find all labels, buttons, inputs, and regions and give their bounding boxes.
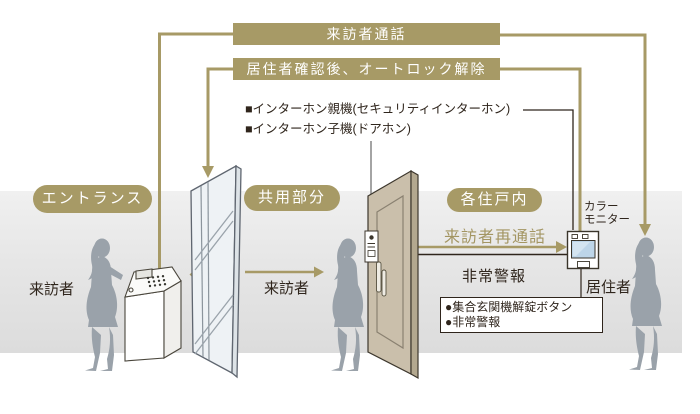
label-color-monitor-line1: カラー [584, 201, 619, 213]
label-visitor-recall: 来訪者再通話 [444, 229, 547, 246]
legend-intercom-parent: ■インターホン親機(セキュリティインターホン) [245, 102, 511, 116]
resident-silhouette [629, 237, 662, 370]
unit-entry-door [364, 169, 419, 380]
visitor-entrance-silhouette [85, 238, 123, 371]
label-color-monitor: カラー モニター [584, 201, 630, 226]
legend-intercom-child: ■インターホン子機(ドアホン) [245, 122, 411, 136]
monitor-feature-box: ●集合玄関機解錠ボタン ●非常警報 [440, 297, 603, 333]
door-handle [376, 261, 387, 297]
label-emergency-alarm: 非常警報 [462, 268, 527, 285]
flow-line-autolock-left [206, 67, 233, 168]
flow-line-visitor-call-right [500, 33, 647, 226]
flow-line-visitor-call-left [158, 32, 233, 272]
feature-item-unlock-button: ●集合玄関機解錠ボタン [445, 300, 573, 314]
connector-parent-unit-line [523, 109, 574, 230]
label-visitor-entrance: 来訪者 [29, 281, 75, 298]
label-color-monitor-line2: モニター [584, 213, 630, 226]
entrance-intercom-station [124, 266, 182, 362]
label-resident: 居住者 [586, 279, 632, 296]
color-monitor-device [566, 230, 600, 270]
visitor-common-silhouette [331, 238, 364, 371]
autolock-glass-door [190, 164, 242, 379]
arrow-right-recall-icon [556, 241, 567, 253]
arrow-down-resident-icon [639, 224, 651, 236]
flow-lines [158, 32, 647, 274]
label-visitor-common: 来訪者 [264, 280, 310, 297]
zone-pill-unit-interior: 各住戸内 [447, 188, 542, 212]
arrow-down-door-icon [202, 166, 214, 178]
zone-pill-entrance: エントランス [33, 185, 152, 213]
doorphone-device [364, 230, 379, 263]
feature-item-emergency-alarm: ●非常警報 [445, 315, 501, 329]
zone-pill-common-area: 共用部分 [244, 185, 340, 211]
keypad-icon [146, 275, 167, 288]
flow-banner-visitor-call: 来訪者通話 [233, 23, 500, 45]
arrow-right-visitor-icon [314, 266, 324, 278]
flow-banner-autolock-release: 居住者確認後、オートロック解除 [233, 58, 500, 80]
flow-line-autolock-right [500, 67, 582, 231]
